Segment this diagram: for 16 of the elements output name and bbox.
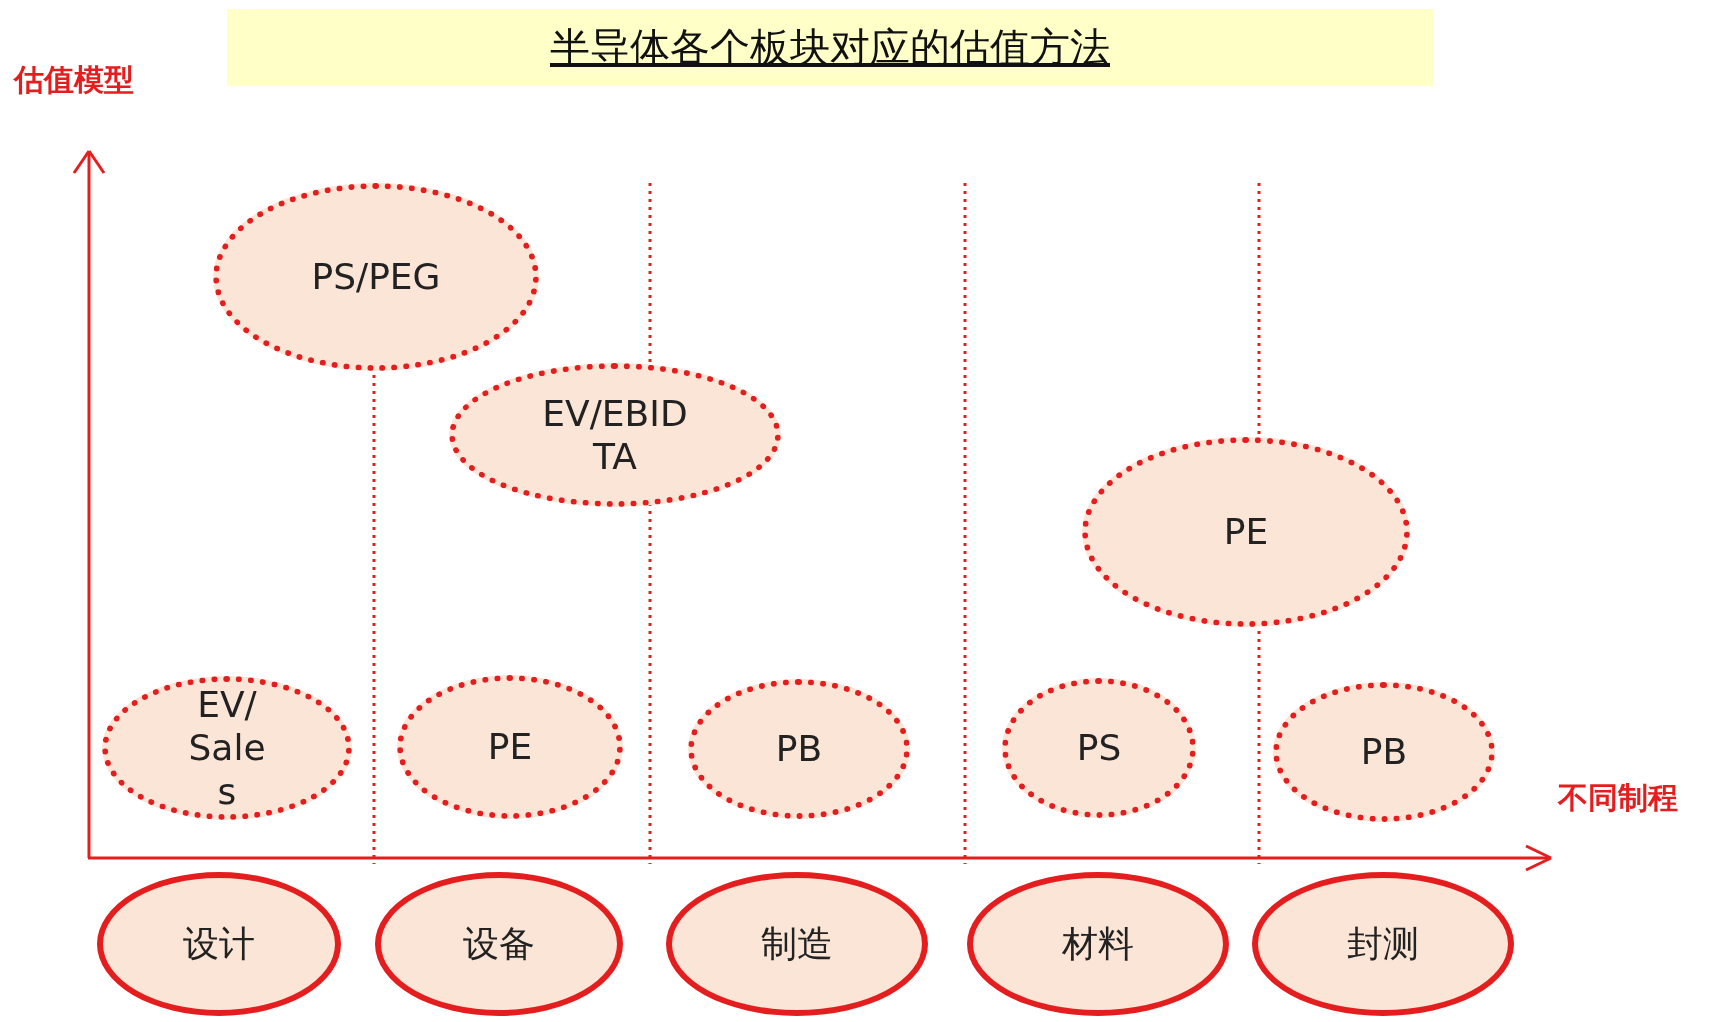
- sector-ellipse: 材料: [967, 872, 1229, 1016]
- x-axis-label: 不同制程: [1558, 779, 1678, 817]
- sector-ellipse: 设备: [375, 872, 623, 1016]
- valuation-ellipse: PB: [688, 679, 910, 819]
- valuation-ellipse: PE: [1082, 437, 1410, 627]
- sector-ellipse: 制造: [666, 872, 928, 1016]
- sector-ellipse: 设计: [97, 872, 341, 1016]
- valuation-ellipse: PB: [1273, 682, 1495, 822]
- sector-ellipse: 封测: [1252, 872, 1514, 1016]
- title: 半导体各个板块对应的估值方法: [550, 23, 1110, 72]
- y-axis-label: 估值模型: [14, 61, 134, 99]
- valuation-ellipse: EV/EBIDTA: [449, 363, 781, 507]
- valuation-ellipse: PS: [1002, 678, 1196, 818]
- valuation-ellipse: EV/Sales: [102, 676, 352, 820]
- valuation-ellipse: PS/PEG: [213, 183, 539, 371]
- valuation-ellipse: PE: [397, 675, 623, 819]
